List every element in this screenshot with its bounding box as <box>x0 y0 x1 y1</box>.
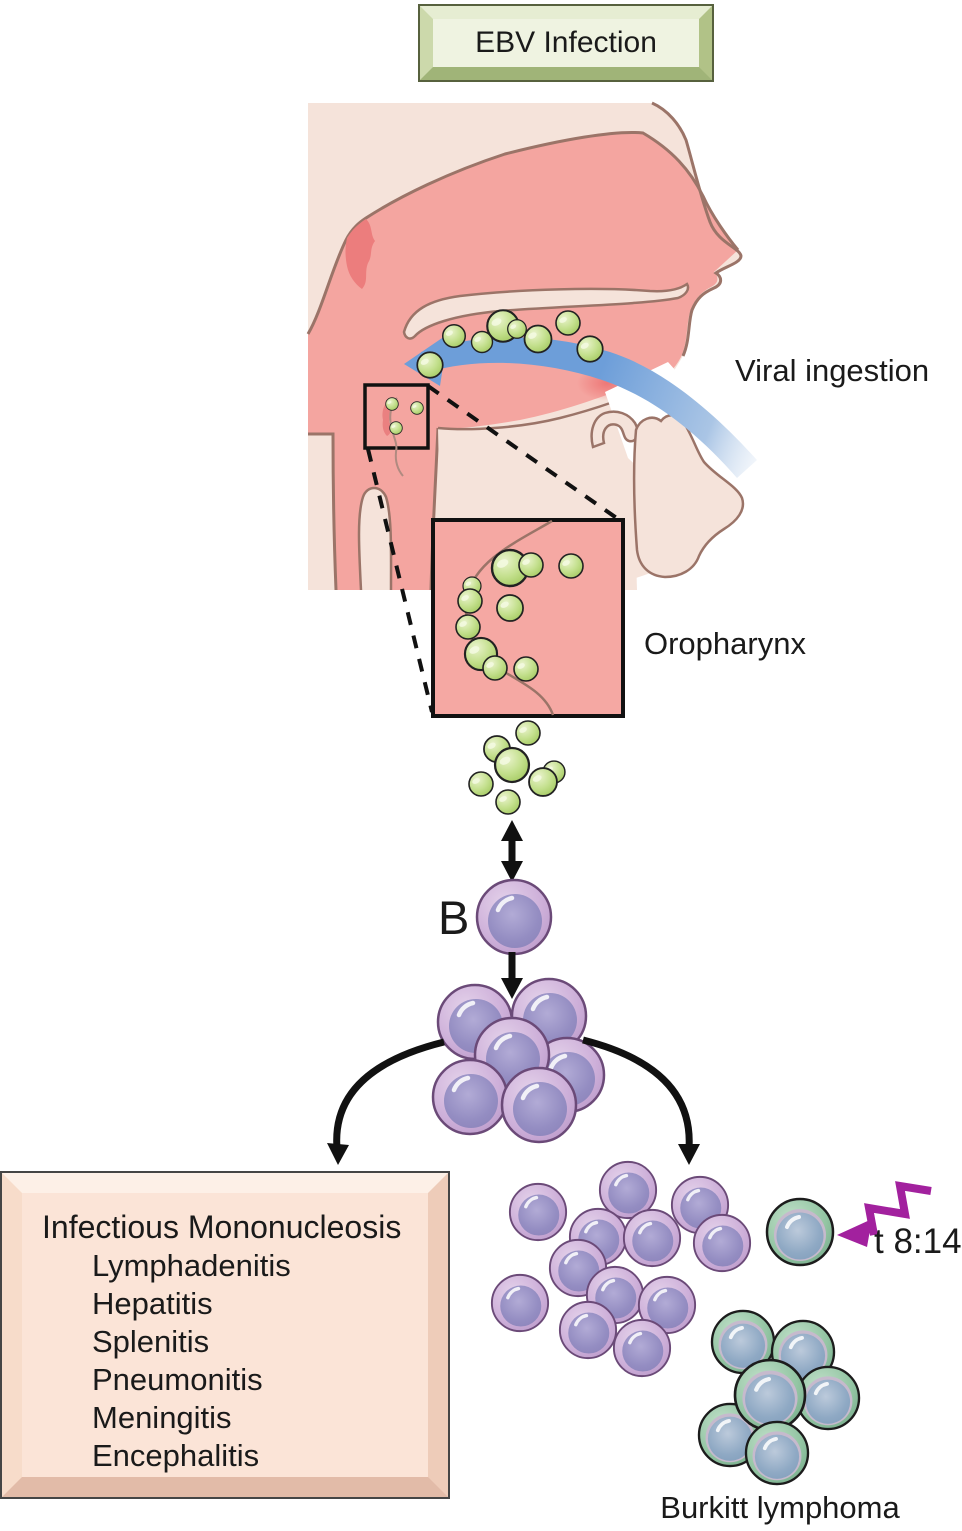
list-item: Hepatitis <box>92 1286 213 1321</box>
inflamed-patch <box>345 219 375 289</box>
palate <box>402 282 690 340</box>
transmission-double-arrow-icon <box>501 820 523 882</box>
viral-ingestion-label: Viral ingestion <box>735 353 930 388</box>
translocated-burkitt-cell <box>765 1197 835 1267</box>
mononucleosis-list: Lymphadenitis Hepatitis Splenitis Pneumo… <box>42 1247 428 1475</box>
diagram-title: EBV Infection <box>475 26 657 59</box>
title-box: EBV Infection <box>420 6 712 80</box>
list-item: Lymphadenitis <box>92 1248 291 1283</box>
b-cell <box>477 880 551 954</box>
translocation-zigzag-arrow-icon <box>837 1181 932 1247</box>
list-item: Pneumonitis <box>92 1362 263 1397</box>
burkitt-cell-cluster <box>697 1309 861 1486</box>
magnifier-line-top <box>426 384 620 521</box>
b-cell-cluster <box>433 979 604 1142</box>
list-item: Encephalitis <box>92 1438 260 1473</box>
oropharynx-inset <box>431 518 625 718</box>
oropharynx-label: Oropharynx <box>644 626 806 661</box>
mononucleosis-title: Infectious Mononucleosis <box>42 1209 402 1245</box>
translocation-label: t 8:14 <box>874 1222 962 1261</box>
infection-down-arrow-icon <box>501 952 523 999</box>
magnifier-line-bottom <box>366 448 434 713</box>
b-cell-label: B <box>438 891 470 944</box>
list-item: Splenitis <box>92 1324 210 1359</box>
tonsil-locator-box <box>363 383 430 477</box>
virus-cluster-shed <box>468 720 566 815</box>
mononucleosis-box: Infectious Mononucleosis Lymphadenitis H… <box>2 1173 448 1497</box>
list-item: Meningitis <box>92 1400 232 1435</box>
airway <box>359 488 392 590</box>
airway-outline <box>357 486 393 591</box>
branch-right-arrow-icon <box>582 1036 700 1165</box>
branch-left-arrow-icon <box>327 1038 445 1165</box>
face-profile-outline <box>651 101 743 357</box>
burkitt-lymphoma-label: Burkitt lymphoma <box>660 1490 900 1525</box>
